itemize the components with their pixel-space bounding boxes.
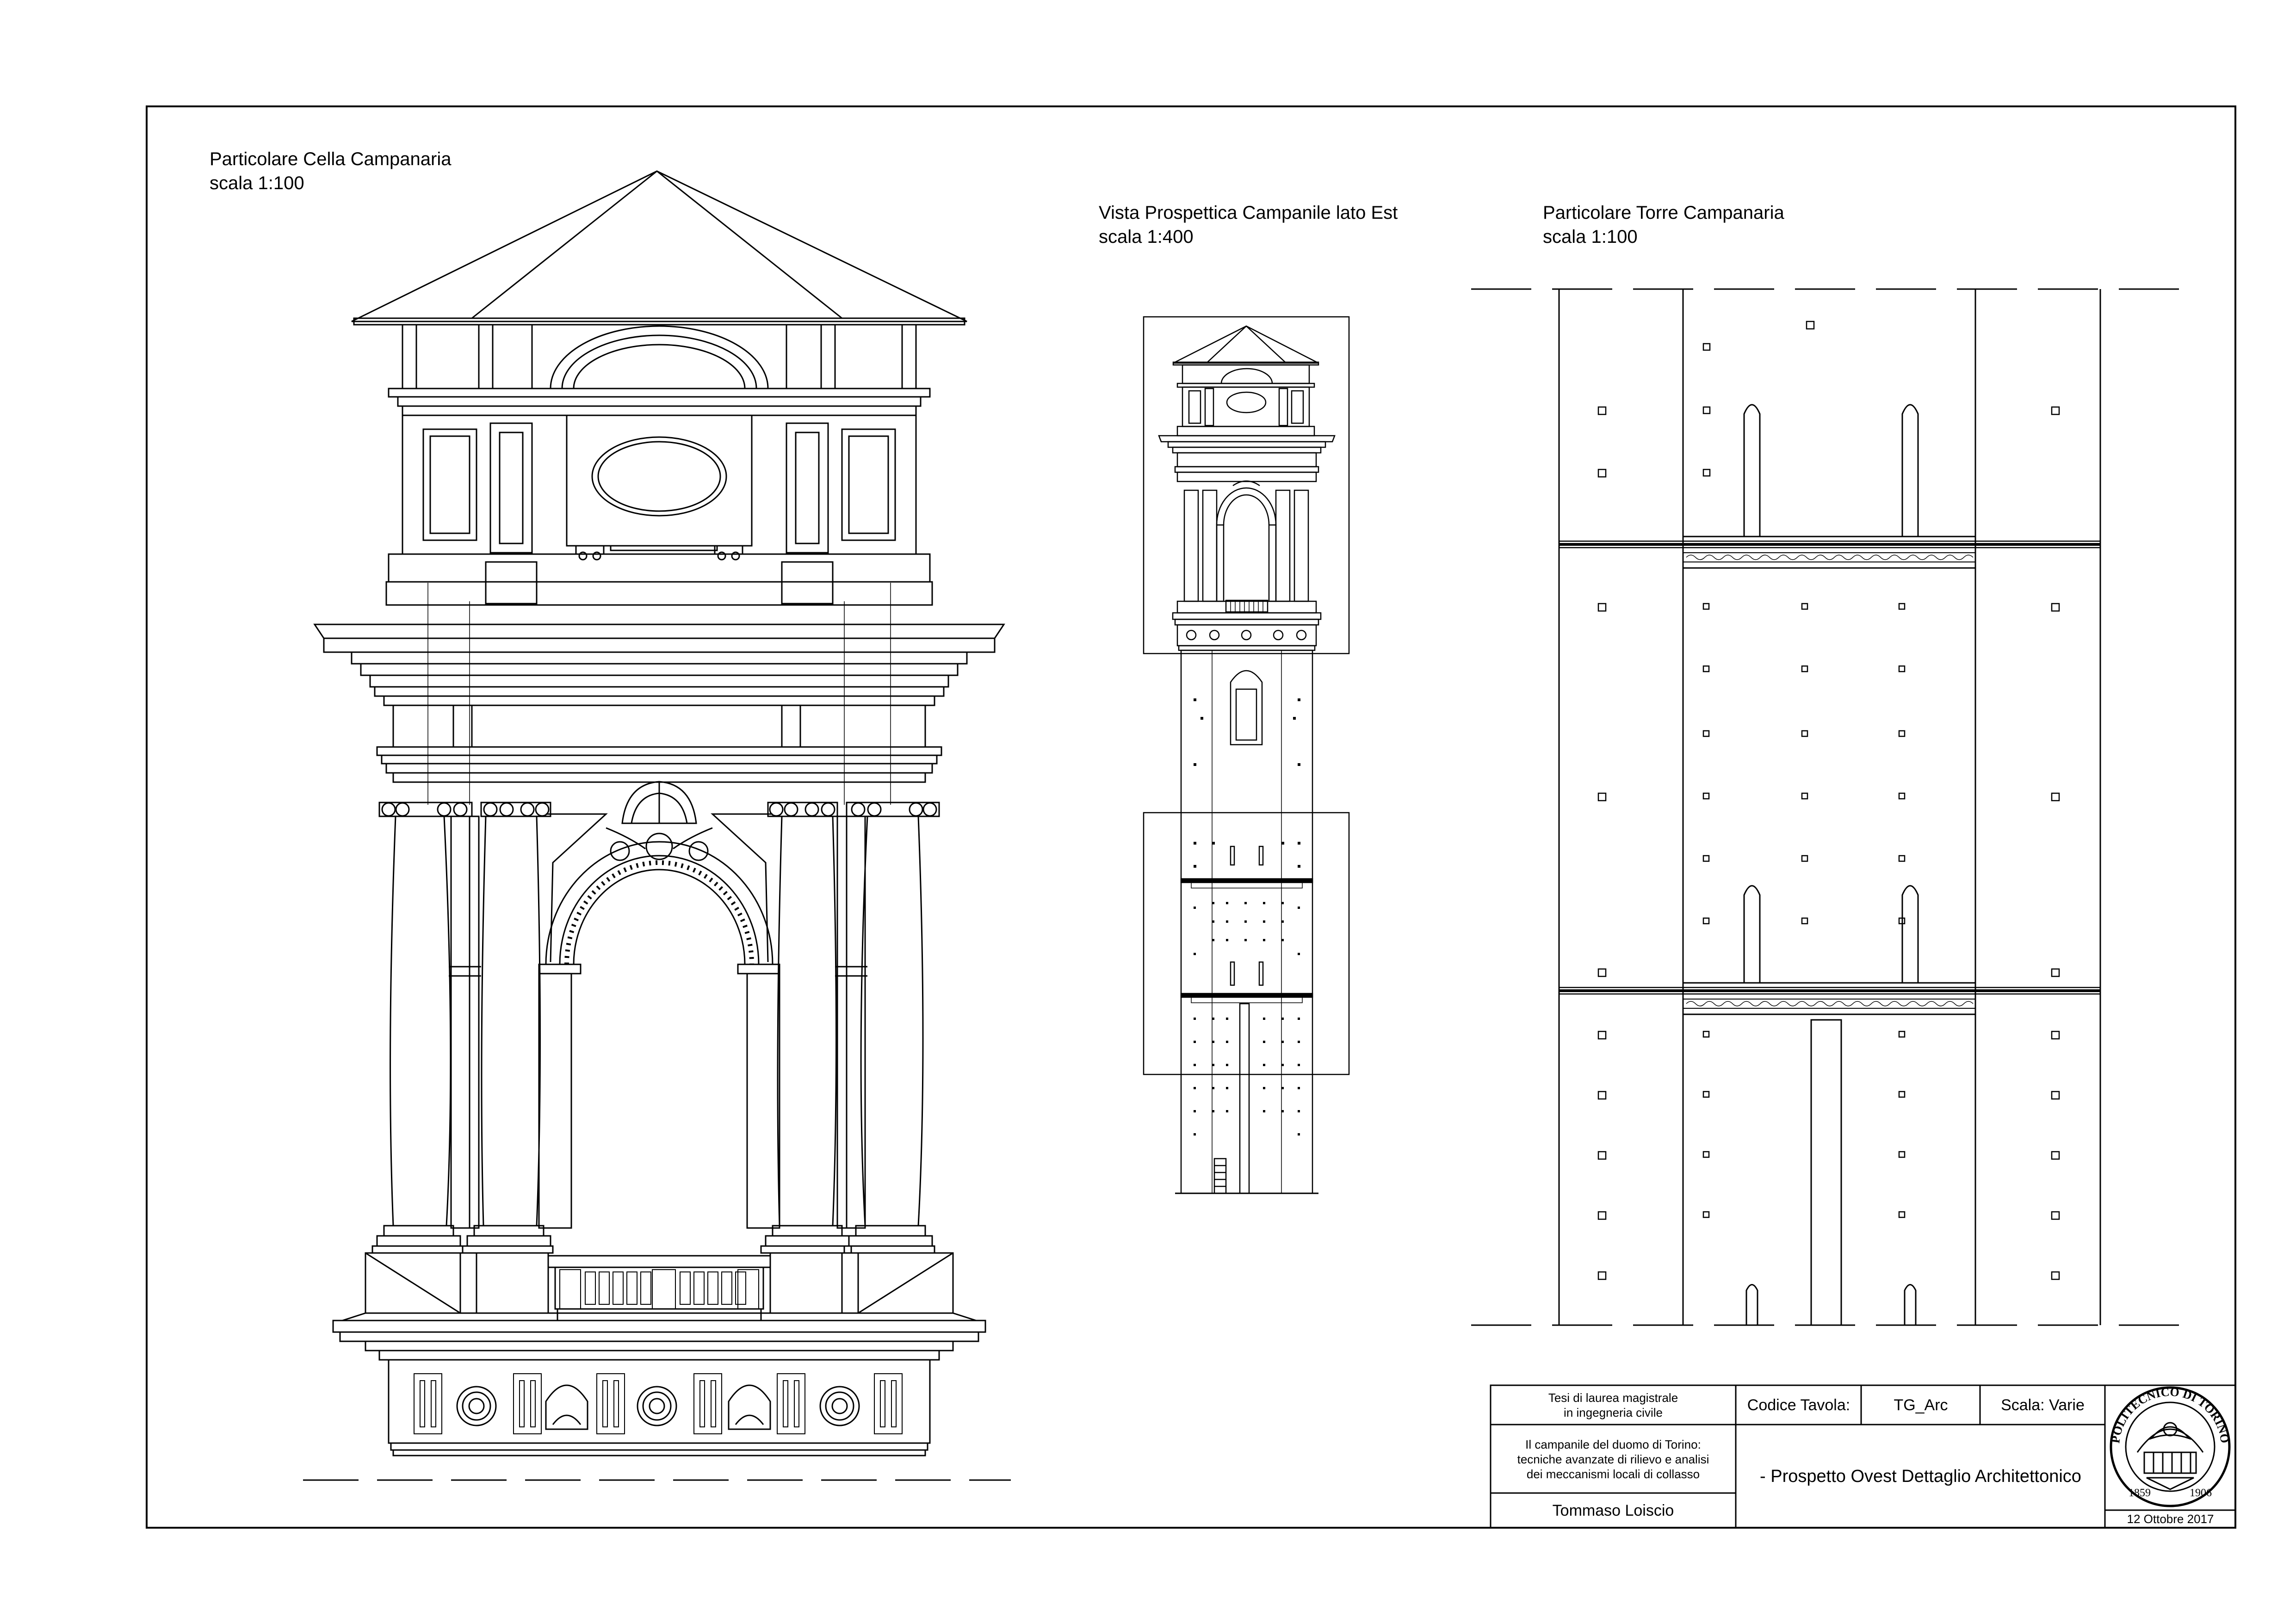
code-value: TG_Arc: [1894, 1396, 1948, 1414]
sheet-title: - Prospetto Ovest Dettaglio Architettoni…: [1760, 1467, 2081, 1486]
subject-line-1: Il campanile del duomo di Torino:: [1525, 1437, 1701, 1451]
torre-title: Particolare Torre Campanaria: [1543, 203, 1784, 223]
politecnico-seal: POLITECNICO DI TORINO 1859 1906: [2109, 1385, 2232, 1507]
sheet-border: [146, 105, 2236, 1529]
scale-label: Scala: Varie: [2001, 1396, 2085, 1414]
subject-line-2: tecniche avanzate di rilievo e analisi: [1517, 1452, 1709, 1466]
campanile-perspective-view: [1143, 316, 1350, 1194]
vista-title: Vista Prospettica Campanile lato Est: [1099, 203, 1398, 223]
thesis-type-cell: Tesi di laurea magistrale in ingegneria …: [1492, 1387, 1734, 1424]
vista-scale: scala 1:400: [1099, 227, 1194, 247]
sheet-date: 12 Ottobre 2017: [2127, 1512, 2214, 1526]
thesis-line-2: in ingegneria civile: [1564, 1406, 1663, 1419]
thesis-line-1: Tesi di laurea magistrale: [1548, 1391, 1678, 1405]
torre-scale: scala 1:100: [1543, 227, 1638, 247]
seal-year-right: 1906: [2190, 1487, 2212, 1499]
author-name: Tommaso Loiscio: [1552, 1502, 1674, 1519]
code-label: Codice Tavola:: [1747, 1396, 1850, 1414]
thesis-subject-cell: Il campanile del duomo di Torino: tecnic…: [1492, 1426, 1734, 1492]
torre-campanaria-elevation: [1471, 288, 2184, 1326]
seal-year-left: 1859: [2129, 1487, 2151, 1499]
cella-scale: scala 1:100: [210, 173, 304, 193]
subject-line-3: dei meccanismi locali di collasso: [1526, 1467, 1700, 1481]
cella-title: Particolare Cella Campanaria: [210, 149, 452, 169]
seal-emblem: [2136, 1422, 2204, 1490]
title-block-frame: [1490, 1384, 2236, 1529]
cella-campanaria-elevation: [303, 170, 1011, 1481]
